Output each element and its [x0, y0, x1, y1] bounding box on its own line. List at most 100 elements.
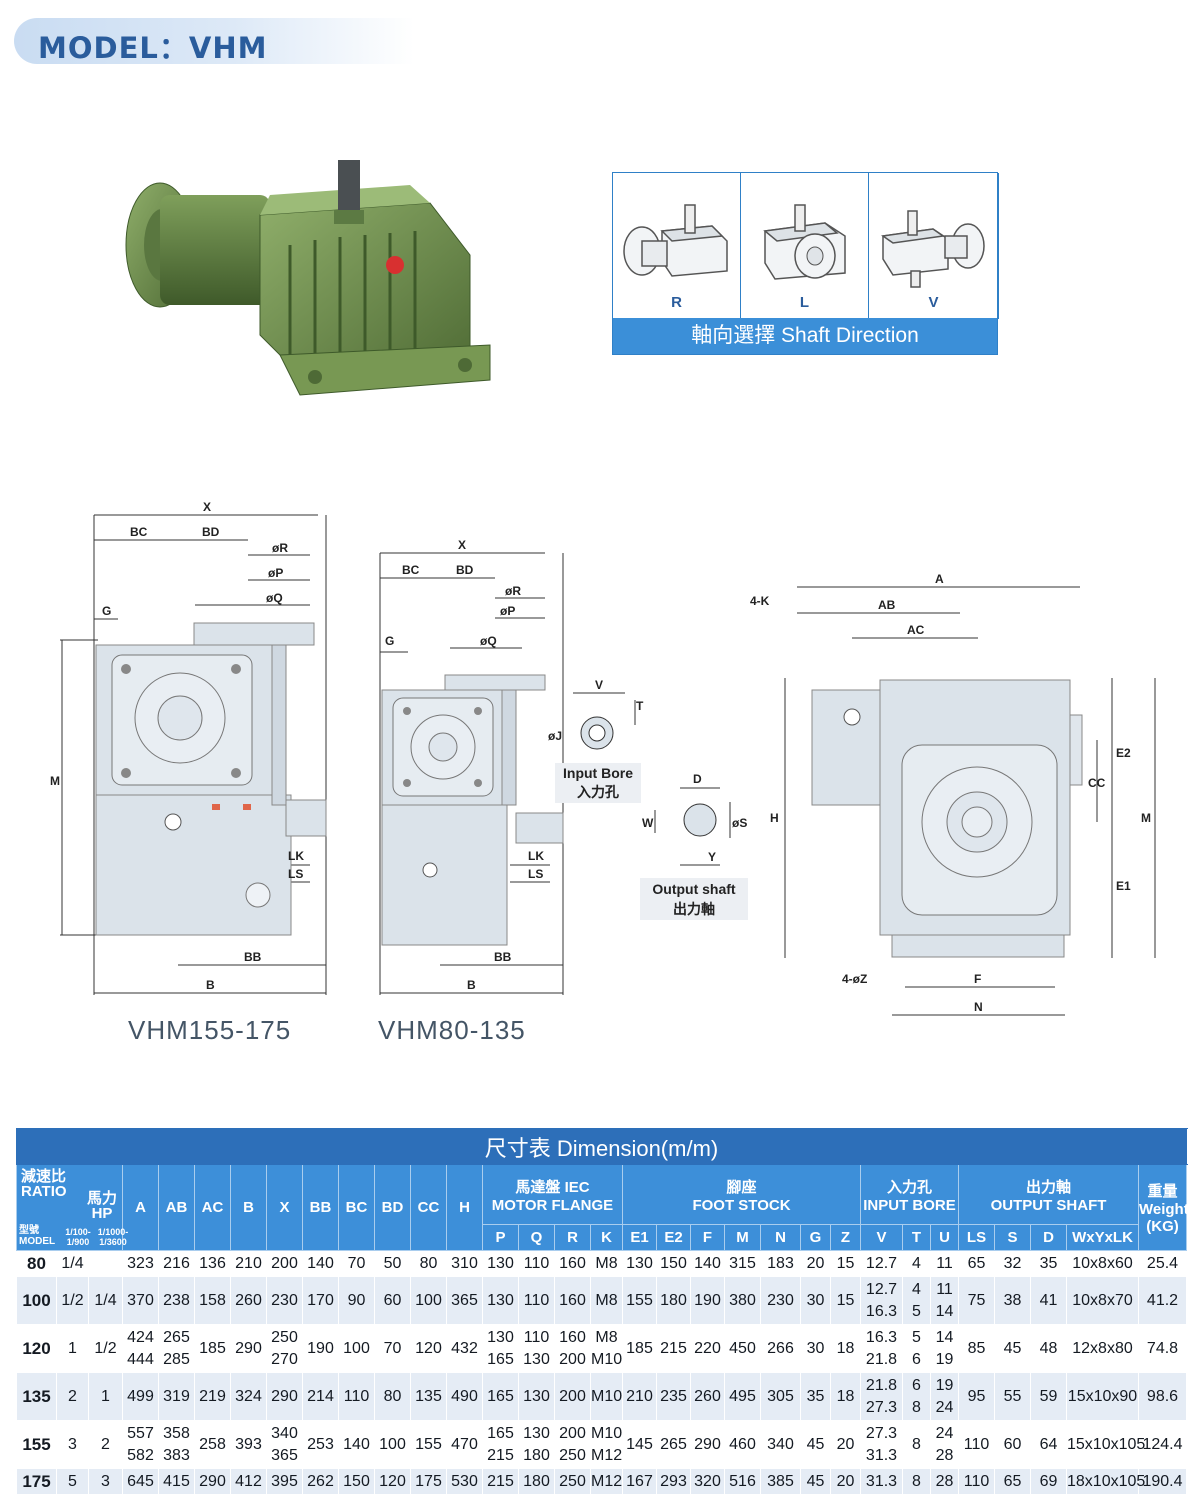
- cell-v: 12.7: [860, 1250, 903, 1277]
- cell-line: M8: [595, 1328, 618, 1346]
- cell-e2: 215: [656, 1324, 691, 1373]
- cell-ls: 95: [958, 1372, 995, 1421]
- dim-q-label-2: øQ: [480, 634, 497, 648]
- cell-m: 380: [724, 1276, 761, 1325]
- output-shaft-en: Output shaft: [652, 881, 736, 897]
- cell-d: 35: [1030, 1250, 1067, 1277]
- cell-w: 124.4: [1138, 1420, 1187, 1469]
- shaft-r-icon: [623, 204, 728, 277]
- drawing-caption-vhm80: VHM80-135: [378, 1015, 526, 1045]
- cell-ls: 75: [958, 1276, 995, 1325]
- sub-col-k: K: [590, 1224, 623, 1251]
- cell-line: 444: [127, 1350, 154, 1368]
- cell-hp2: 1/4: [88, 1276, 123, 1325]
- cell-model: 120: [16, 1324, 57, 1373]
- cell-ab: 415: [158, 1468, 195, 1495]
- dim-f-label: F: [974, 972, 981, 986]
- cell-x: 230: [266, 1276, 303, 1325]
- cell-line: 180: [523, 1446, 550, 1464]
- cell-f: 290: [690, 1420, 725, 1469]
- cell-line: M10: [591, 1424, 623, 1442]
- cell-n: 230: [760, 1276, 801, 1325]
- cell-b: 260: [230, 1276, 267, 1325]
- cell-f: 140: [690, 1250, 725, 1277]
- cell-d: 41: [1030, 1276, 1067, 1325]
- cell-e2: 293: [656, 1468, 691, 1495]
- cell-p: 165: [482, 1372, 519, 1421]
- cell-line: 557: [127, 1424, 154, 1442]
- cell-hp1: 1/4: [56, 1250, 89, 1277]
- cell-line: M12: [591, 1446, 623, 1464]
- sub-col-m: M: [724, 1224, 761, 1251]
- cell-line: 19: [935, 1350, 954, 1368]
- cell-bd: 80: [374, 1372, 411, 1421]
- cell-f: 260: [690, 1372, 725, 1421]
- input-bore-en: Input Bore: [563, 765, 633, 781]
- cell-e1: 145: [622, 1420, 657, 1469]
- cell-d: 69: [1030, 1468, 1067, 1495]
- shaft-v-icon: [881, 210, 985, 288]
- cell-wylk: 10x8x60: [1066, 1250, 1139, 1277]
- cell-h: 490: [446, 1372, 483, 1421]
- shaft-option-label: L: [799, 294, 810, 311]
- cell-cc: 155: [410, 1420, 447, 1469]
- cell-n: 183: [760, 1250, 801, 1277]
- group-weight: 重量 Weight (KG): [1138, 1164, 1189, 1251]
- cell-model: 135: [16, 1372, 57, 1421]
- cell-hp2: [88, 1250, 123, 1277]
- dim-g-label: G: [102, 604, 111, 618]
- cell-hp2: 1/2: [88, 1324, 123, 1373]
- cell-line: 130: [487, 1328, 514, 1346]
- cell-bb: 140: [302, 1250, 339, 1277]
- cell-line: 24: [935, 1424, 954, 1442]
- cell-bc: 110: [338, 1372, 375, 1421]
- cell-ac: 219: [194, 1372, 231, 1421]
- cell-line: 250: [559, 1446, 586, 1464]
- cell-bc: 140: [338, 1420, 375, 1469]
- dim-v-label: V: [595, 678, 603, 692]
- cell-line: 4: [912, 1280, 921, 1298]
- cell-bd: 120: [374, 1468, 411, 1495]
- cell-v: 31.3: [860, 1468, 903, 1495]
- cell-line: 31.3: [865, 1446, 898, 1464]
- dimension-table: 尺寸表 Dimension(m/m) 減速比 RATIO 馬力 HP 型號 MO…: [16, 1128, 1189, 1495]
- cell-w: 190.4: [1138, 1468, 1187, 1495]
- output-shaft-zh: 出力軸: [673, 901, 715, 917]
- cell-w: 74.8: [1138, 1324, 1187, 1373]
- cell-f: 190: [690, 1276, 725, 1325]
- cell-z: 15: [830, 1250, 861, 1277]
- col-bb: BB: [302, 1164, 339, 1251]
- dim-t-label: T: [636, 699, 644, 713]
- group-input-bore: 入力孔 INPUT BORE: [860, 1164, 959, 1225]
- cell-cc: 100: [410, 1276, 447, 1325]
- cell-ls: 65: [958, 1250, 995, 1277]
- cell-line: 11: [936, 1280, 953, 1298]
- cell-f: 320: [690, 1468, 725, 1495]
- cell-k: M8: [590, 1276, 623, 1325]
- cell-e1: 130: [622, 1250, 657, 1277]
- cell-line: 28: [935, 1446, 954, 1464]
- group-foot-en: FOOT STOCK: [692, 1196, 791, 1214]
- cell-line: 12.7: [865, 1280, 898, 1298]
- cell-model: 155: [16, 1420, 57, 1469]
- cell-m: 315: [724, 1250, 761, 1277]
- cell-e1: 185: [622, 1324, 657, 1373]
- dim-ls-label-2: LS: [528, 867, 543, 881]
- cell-n: 305: [760, 1372, 801, 1421]
- dim-r-label-2: øR: [505, 584, 521, 598]
- group-foot-stock: 腳座 FOOT STOCK: [622, 1164, 861, 1225]
- cell-line: 19: [935, 1376, 954, 1394]
- cell-r: 200: [554, 1372, 591, 1421]
- cell-line: 5: [912, 1328, 921, 1346]
